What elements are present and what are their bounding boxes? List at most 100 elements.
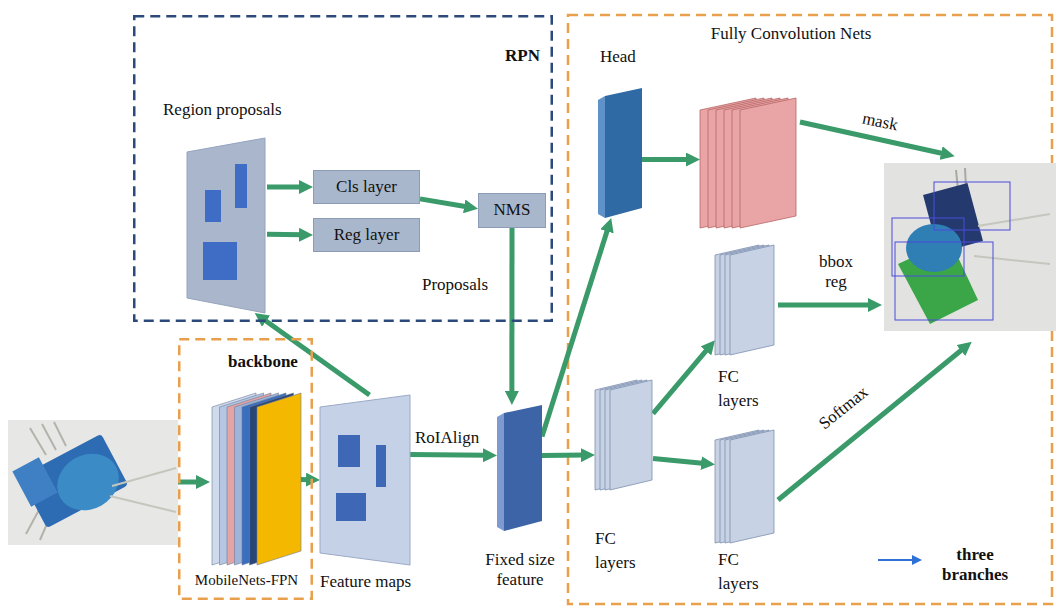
- node-label: Fixed size feature: [478, 550, 562, 591]
- slab-side: [497, 413, 504, 531]
- stack-shape: [212, 393, 304, 565]
- slab-face: [605, 88, 642, 218]
- layer-stack: MobileNets-FPN: [183, 390, 312, 595]
- node-label: Feature maps: [320, 572, 411, 592]
- proposal-plane: [187, 138, 265, 313]
- head-slab: Head: [590, 44, 650, 222]
- node-label: Fully Convolution Nets: [700, 24, 882, 44]
- edge-label-holder: RoIAlign: [413, 428, 481, 448]
- fc-layer: [730, 430, 774, 543]
- feature-map: Feature maps: [318, 393, 418, 598]
- detection-box: [934, 182, 1010, 230]
- backbone-region: backboneMobileNets-FPN: [178, 338, 313, 600]
- flow-line: [267, 185, 303, 190]
- plane-shape: [185, 138, 267, 313]
- text-holder: Reg layer: [314, 219, 419, 251]
- bbox-arrow: [778, 303, 872, 308]
- component-lead: [112, 468, 176, 486]
- branch-label-text: Softmax: [815, 382, 873, 434]
- flow-arrow: [653, 458, 705, 463]
- class-arrow: [778, 348, 964, 500]
- text-holder: Cls layer: [314, 171, 419, 203]
- text-holder: Feature maps: [320, 572, 411, 592]
- node-label: Head: [600, 47, 636, 67]
- fc-stack: FC layers: [710, 428, 780, 600]
- component-lead: [110, 496, 176, 512]
- component-pin: [42, 424, 56, 450]
- proposal-box: [205, 190, 221, 222]
- conv-stack: Fully Convolution Nets: [698, 22, 884, 232]
- branch-label: Softmax: [815, 382, 873, 434]
- edge-label-holder: Proposals: [420, 275, 490, 295]
- photo-ground: [8, 420, 178, 545]
- node-label: Cls layer: [336, 177, 397, 197]
- legend-text: three branches: [932, 545, 1018, 586]
- flow-line: [420, 199, 468, 207]
- flow-line: [642, 157, 690, 162]
- photo-ground: [884, 163, 1056, 331]
- flow-arrow: [511, 228, 512, 395]
- feature-slab: Fixed size feature: [476, 400, 564, 598]
- text-holder: RPN: [470, 46, 540, 66]
- feature-box: [376, 445, 386, 487]
- text-holder: Head: [600, 47, 636, 67]
- slab-shape: [497, 405, 542, 531]
- feature-box: [338, 435, 360, 467]
- flow-arrow: [410, 454, 487, 456]
- process-box: Reg layer: [313, 218, 420, 252]
- edge-label: Proposals: [420, 275, 490, 295]
- branch-label-text: mask: [860, 108, 899, 135]
- flow-arrow: [642, 159, 690, 160]
- flow-arrow: [420, 199, 468, 207]
- component-pin: [54, 422, 66, 446]
- branch-label-text: bbox reg: [808, 252, 864, 293]
- text-holder: Fixed size feature: [478, 550, 562, 591]
- text-holder: FC layers: [718, 365, 774, 413]
- text-holder: MobileNets-FPN: [183, 571, 310, 589]
- component-pin: [30, 428, 46, 455]
- fmap-shape: [320, 395, 410, 565]
- fc-shape: [715, 430, 775, 545]
- feature-plane: [320, 395, 410, 565]
- flow-line: [509, 228, 514, 395]
- dashed-border: [179, 339, 312, 599]
- component-lead: [974, 256, 1050, 264]
- flow-arrow: [267, 234, 303, 236]
- slab-shape: [598, 88, 642, 218]
- flow-arrow: [267, 187, 303, 188]
- feature-box: [336, 493, 366, 521]
- process-box: Cls layer: [313, 170, 420, 204]
- branch-label: bbox reg: [808, 252, 864, 293]
- region-title: backbone: [228, 352, 298, 372]
- component-disc: [47, 443, 129, 522]
- node-label: Region proposals: [163, 100, 282, 120]
- fc-shape: [595, 380, 653, 492]
- legend-line: [878, 559, 914, 561]
- branch-label: mask: [860, 108, 899, 135]
- fc-layer: [730, 245, 774, 355]
- proposal-box: [203, 242, 237, 280]
- flow-arrow: [653, 348, 709, 414]
- input-arrow: [178, 480, 200, 485]
- node-label: MobileNets-FPN: [183, 571, 310, 589]
- region-proposals: Region proposals: [150, 98, 300, 316]
- node-label: NMS: [494, 200, 531, 220]
- conv-layer: [740, 98, 796, 228]
- node-label: FC layers: [718, 548, 774, 596]
- fc-layer: [610, 380, 652, 490]
- text-holder: FC layers: [595, 527, 651, 575]
- legend-item: three branches: [876, 545, 1018, 591]
- process-box: NMS: [478, 193, 546, 228]
- component-body: [12, 457, 57, 506]
- flow-arrow: [542, 455, 585, 456]
- flow-line: [653, 458, 705, 463]
- text-holder: NMS: [479, 194, 545, 227]
- output-photo: [884, 163, 1056, 331]
- node-label: FC layers: [718, 365, 774, 413]
- detection-box: [895, 242, 993, 320]
- node-label: Reg layer: [334, 225, 400, 245]
- detection-box: [892, 218, 964, 276]
